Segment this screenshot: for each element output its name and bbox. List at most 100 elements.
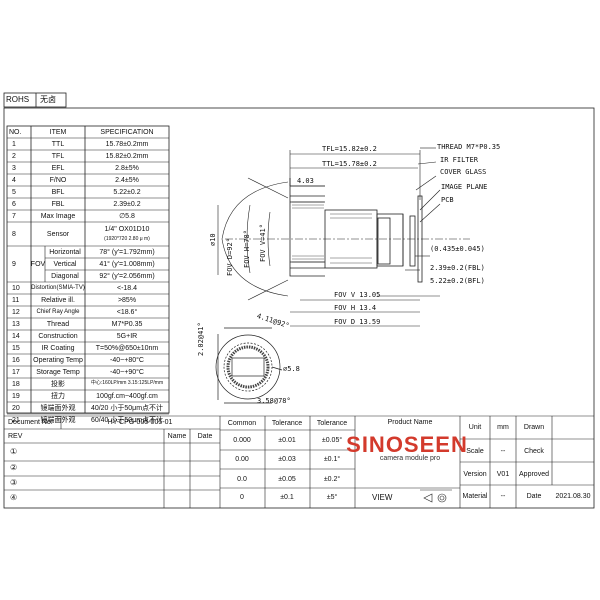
spec-row-item: 扭力 bbox=[51, 392, 65, 400]
rev-row-3: ③ bbox=[10, 478, 18, 487]
spec-fov-sub: Horizontal bbox=[49, 248, 81, 256]
image-plane-label: IMAGE PLANE bbox=[441, 183, 488, 191]
ir-filter-label: IR FILTER bbox=[440, 156, 478, 164]
spec-row-value: M7*P0.35 bbox=[111, 320, 143, 328]
spec-row-no: 16 bbox=[12, 356, 20, 364]
spec-row-no: 12 bbox=[12, 308, 20, 316]
title-block-grid bbox=[4, 415, 594, 508]
spec-row-item: Distortion(SMIA-TV) bbox=[31, 284, 85, 291]
spec-row-item: Relative ill. bbox=[41, 296, 75, 304]
date-header: Date bbox=[197, 433, 213, 440]
image-circle-diameter: ∅5.8 bbox=[283, 365, 300, 373]
projection-symbol bbox=[423, 493, 447, 503]
spec-row-no: 21 bbox=[12, 416, 20, 424]
spec-row-item: Construction bbox=[38, 332, 78, 340]
tolerance-cell: 0.00 bbox=[235, 456, 249, 463]
pcb-label: PCB bbox=[441, 196, 454, 204]
lens-front-view bbox=[215, 327, 283, 404]
spec-row-item: Storage Temp bbox=[36, 368, 80, 376]
tolerance-cell: ±0.03 bbox=[278, 456, 296, 463]
tolerance-header: Tolerance bbox=[271, 420, 303, 427]
dimension-4-03: 4.03 bbox=[297, 177, 314, 185]
spec-row-item: 投影 bbox=[51, 380, 65, 388]
spec-row-no: 5 bbox=[12, 188, 16, 196]
version-value: V01 bbox=[496, 471, 510, 478]
image-horizontal-dimension: 3.58@78° bbox=[257, 397, 291, 405]
spec-row-value: >85% bbox=[117, 296, 137, 304]
spec-row-value: <-18.4 bbox=[116, 284, 138, 292]
fov-cone bbox=[221, 177, 289, 301]
fov-d-dimension: FOV D 13.59 bbox=[334, 318, 381, 326]
spec-table-frame bbox=[6, 125, 170, 414]
tolerance-cell: 0 bbox=[240, 494, 244, 501]
sinoseen-logo: SINOSEEN bbox=[346, 432, 468, 457]
spec-row-value: 15.82±0.2mm bbox=[105, 152, 149, 160]
spec-row-item: F/NO bbox=[49, 176, 67, 184]
diameter-10: ∅10 bbox=[209, 233, 217, 246]
check-label: Check bbox=[524, 448, 544, 455]
spec-row-no: 19 bbox=[12, 392, 20, 400]
spec-row-value: 5G+IR bbox=[116, 332, 138, 340]
spec-row-item: Thread bbox=[46, 320, 70, 328]
tolerance-cell: ±0.2° bbox=[323, 476, 341, 483]
spec-row-no: 18 bbox=[12, 380, 20, 388]
rev-row-1: ① bbox=[10, 447, 18, 456]
spec-row-no: 17 bbox=[12, 368, 20, 376]
tolerance-cell: 0.000 bbox=[233, 437, 251, 444]
lens-side-view bbox=[289, 178, 423, 283]
spec-fov-sub: Vertical bbox=[53, 260, 77, 268]
name-header: Name bbox=[167, 433, 187, 440]
version-label: Version bbox=[463, 471, 487, 478]
rohs-label: ROHS bbox=[6, 95, 30, 104]
tolerance-cell: ±0.01 bbox=[278, 437, 296, 444]
spec-row-value: 2.39±0.2 bbox=[113, 200, 141, 208]
view-label: VIEW bbox=[372, 493, 393, 502]
tolerance-cell: ±0.1 bbox=[280, 494, 294, 501]
spec-row-value: 15.78±0.2mm bbox=[105, 140, 149, 148]
spec-row-no: 6 bbox=[12, 200, 16, 208]
spec-row-no: 9 bbox=[12, 260, 16, 268]
rev-row-4: ④ bbox=[10, 493, 18, 502]
date-value: 2021.08.30 bbox=[555, 493, 591, 500]
spec-row-value: 60/40 小于50μm点不计 bbox=[90, 416, 164, 424]
spec-row-value: 中心:160LP/mm 3.15:125LP/mm bbox=[90, 379, 164, 386]
spec-row-item: TTL bbox=[51, 140, 65, 148]
spec-row-item: FOV bbox=[30, 260, 46, 268]
product-name-label: Product Name bbox=[387, 419, 433, 426]
glass-gap-dimension: (0.435±0.045) bbox=[430, 245, 485, 253]
date-label: Date bbox=[526, 493, 542, 500]
spec-row-no: 14 bbox=[12, 332, 20, 340]
ttl-dimension: TTL=15.78±0.2 bbox=[322, 160, 377, 168]
spec-row-item: Max Image bbox=[40, 212, 76, 220]
tolerance-cell: ±0.1° bbox=[323, 456, 341, 463]
fbl-dimension: 2.39±0.2(FBL) bbox=[430, 264, 485, 272]
fov-h-dimension: FOV H 13.4 bbox=[334, 304, 377, 312]
tolerance-cell: ±0.05 bbox=[278, 476, 296, 483]
document-no: HY-CPG-005-005-01 bbox=[107, 419, 173, 426]
fov-v-dimension: FOV V 13.05 bbox=[334, 291, 381, 299]
tolerance-cell: ±0.05° bbox=[321, 437, 343, 444]
spec-row-value: <18.6° bbox=[116, 308, 138, 316]
logo-tagline: camera module pro bbox=[379, 455, 441, 462]
dimension-lines bbox=[217, 147, 441, 327]
material-value: -- bbox=[500, 493, 506, 500]
spec-fov-value: 78° (y'=1.792mm) bbox=[99, 248, 155, 256]
rev-header: REV bbox=[8, 433, 23, 440]
spec-row-item: Sensor bbox=[46, 230, 70, 238]
spec-row-value: 2.8±5% bbox=[115, 164, 139, 172]
spec-header-no: NO. bbox=[9, 129, 22, 136]
spec-header-specification: SPECIFICATION bbox=[100, 129, 154, 136]
outer-frame bbox=[3, 107, 595, 509]
spec-row-item: TFL bbox=[51, 152, 65, 160]
scale-value: -- bbox=[500, 448, 506, 455]
spec-row-value: 1/4" OX01D10 bbox=[104, 226, 150, 233]
spec-row-item: 镜端面外观 bbox=[40, 416, 76, 424]
spec-row-value: T=50%@650±10nm bbox=[95, 344, 159, 352]
spec-row-value: 100gf.cm~400gf.cm bbox=[96, 392, 158, 400]
spec-row-value: 40/20 小于50μm点不计 bbox=[90, 404, 164, 412]
thread-hatch bbox=[292, 201, 372, 264]
spec-row-no: 4 bbox=[12, 176, 16, 184]
spec-row-no: 13 bbox=[12, 320, 20, 328]
